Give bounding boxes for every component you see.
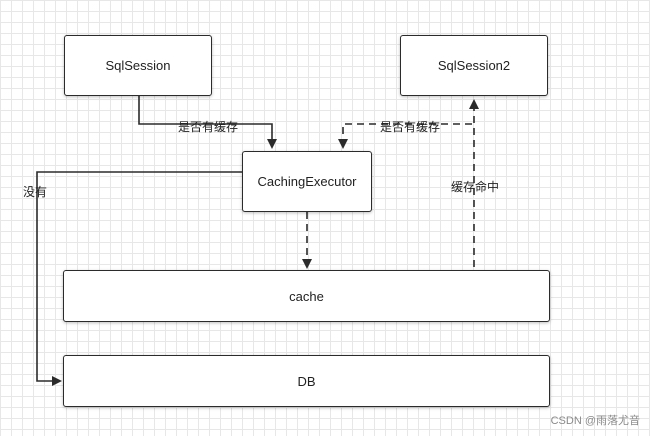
node-caching-executor-label: CachingExecutor: [257, 174, 357, 189]
edge-label-no-cache: 没有: [23, 185, 48, 199]
edge-label-query-cache-2: 是否有缓存: [380, 120, 441, 134]
edge-executor-to-db: [36, 171, 242, 386]
node-caching-executor: CachingExecutor: [242, 151, 372, 212]
node-sqlsession2-label: SqlSession2: [437, 58, 511, 73]
node-sqlsession: SqlSession: [64, 35, 212, 96]
node-db-label: DB: [297, 373, 316, 389]
edge-label-cache-hit: 缓存命中: [451, 180, 500, 194]
edge-sqlsession2-to-executor: [338, 123, 472, 149]
edge-label-query-cache-1: 是否有缓存: [178, 120, 239, 134]
watermark: CSDN @雨落尤音: [550, 415, 640, 427]
node-sqlsession2: SqlSession2: [400, 35, 548, 96]
node-cache: cache: [63, 270, 550, 322]
node-cache-label: cache: [289, 288, 324, 304]
edge-sqlsession-to-executor: [138, 96, 277, 149]
node-db: DB: [63, 355, 550, 407]
node-sqlsession-label: SqlSession: [105, 58, 171, 73]
